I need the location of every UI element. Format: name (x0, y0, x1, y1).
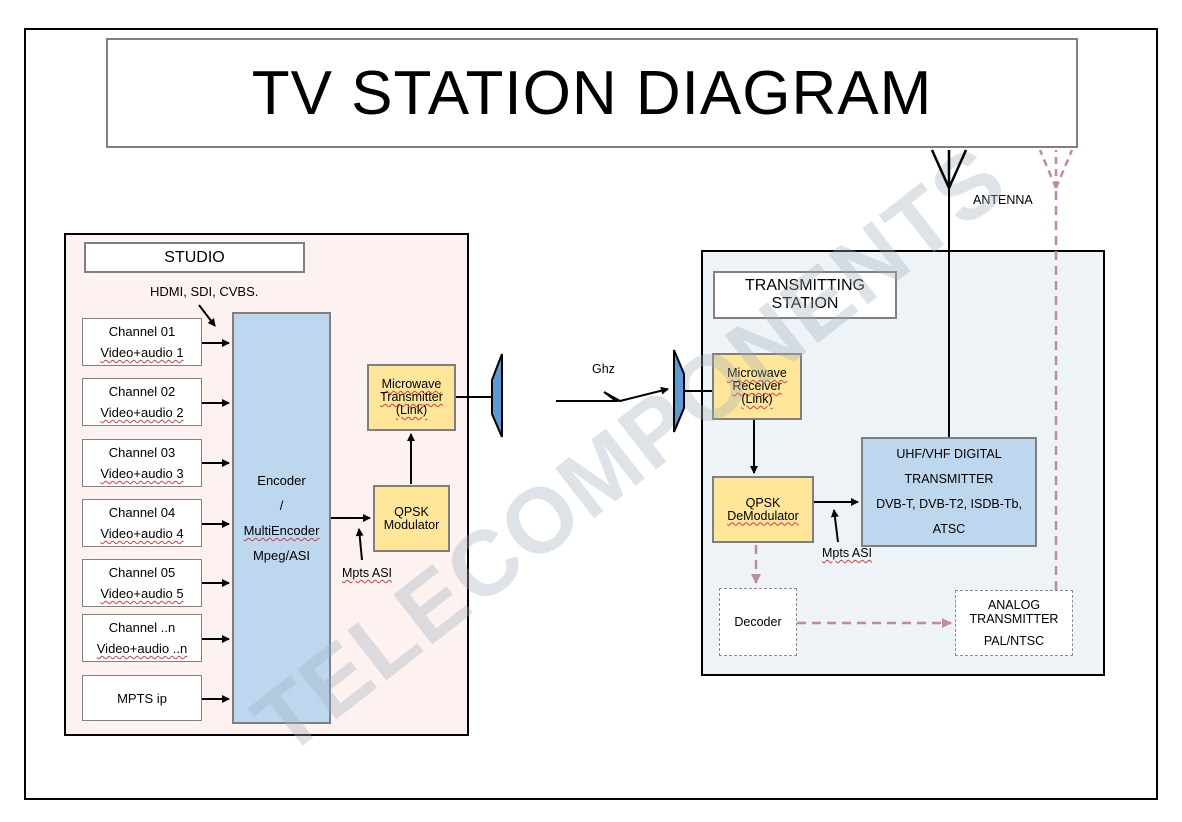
microwave-receiver-block: Microwave Receiver (Link) (712, 353, 802, 420)
mw-tx-line: Microwave (381, 377, 442, 391)
arrow (355, 528, 364, 561)
studio-label-box: STUDIO (84, 242, 305, 273)
link-label: Ghz (592, 362, 615, 376)
transmitting-label: TRANSMITTING (745, 277, 865, 294)
arrow (830, 509, 839, 543)
channel-box-4: Channel 04 Video+audio 4 (82, 499, 202, 547)
encoder-block: Encoder / MultiEncoder Mpeg/ASI (232, 312, 331, 724)
page-frame (24, 28, 1158, 800)
page-title: TV STATION DIAGRAM (251, 58, 933, 128)
mw-rx-line: (Link) (741, 392, 773, 406)
uhf-line: ATSC (932, 522, 966, 536)
encoder-line: MultiEncoder (243, 523, 320, 538)
studio-label: STUDIO (164, 248, 225, 266)
mpts-ip-label: MPTS ip (117, 690, 167, 706)
microwave-transmitter-block: Microwave Transmitter (Link) (367, 364, 456, 431)
antenna-label: ANTENNA (973, 193, 1033, 207)
channel-name: Channel 05 (108, 565, 176, 580)
mpts-asi-label-studio: Mpts ASI (342, 566, 392, 580)
uhf-line: TRANSMITTER (904, 472, 994, 486)
transmitting-label: STATION (771, 295, 839, 312)
mw-rx-line: Microwave (727, 366, 787, 380)
tx-dish-icon (491, 353, 503, 438)
channel-sub: Video+audio 2 (100, 405, 184, 420)
decoder-block: Decoder (719, 588, 797, 656)
qpsk-line: QPSK (394, 504, 429, 519)
mpts-asi-text: Mpts ASI (342, 566, 393, 580)
mpts-asi-label-station: Mpts ASI (822, 546, 872, 560)
arrow (198, 304, 216, 327)
qpsk-demod-line: QPSK (745, 495, 781, 510)
channel-box-n: Channel ..n Video+audio ..n (82, 614, 202, 662)
analog-line: ANALOG (987, 598, 1041, 612)
uhf-vhf-transmitter-block: UHF/VHF DIGITAL TRANSMITTER DVB-T, DVB-T… (861, 437, 1037, 547)
mw-rx-line: Receiver (732, 379, 782, 393)
analog-line: TRANSMITTER (969, 612, 1059, 626)
channel-box-3: Channel 03 Video+audio 3 (82, 439, 202, 487)
qpsk-demod-line: DeModulator (727, 508, 799, 523)
channel-name: Channel 01 (108, 324, 176, 339)
channel-name: Channel 04 (108, 505, 176, 520)
rx-dish-icon (673, 349, 685, 433)
uhf-line: UHF/VHF DIGITAL (896, 447, 1002, 461)
analog-path (751, 188, 1058, 628)
channel-sub: Video+audio 4 (100, 526, 184, 541)
channel-sub: Video+audio ..n (96, 641, 188, 656)
encoder-line: Mpeg/ASI (252, 548, 311, 563)
mpts-asi-text: Mpts ASI (822, 546, 873, 560)
encoder-line: / (279, 498, 284, 513)
uhf-line: DVB-T, DVB-T2, ISDB-Tb, (876, 497, 1022, 511)
mw-tx-line: Transmitter (380, 390, 443, 404)
inputs-note: HDMI, SDI, CVBS. (150, 284, 259, 299)
transmitting-label-box: TRANSMITTING STATION (713, 271, 897, 319)
channel-name: Channel 03 (108, 445, 176, 460)
channel-sub: Video+audio 3 (100, 466, 184, 481)
analog-line: PAL/NTSC (983, 634, 1045, 648)
channel-name: Channel 02 (108, 384, 176, 399)
channel-sub: Video+audio 5 (100, 586, 184, 601)
title-box: TV STATION DIAGRAM (106, 38, 1078, 148)
antenna-icon (930, 149, 968, 189)
channel-name: Channel ..n (108, 620, 176, 635)
channel-box-5: Channel 05 Video+audio 5 (82, 559, 202, 607)
qpsk-modulator-block: QPSK Modulator (373, 485, 450, 552)
analog-antenna-icon (1038, 149, 1074, 189)
channel-sub: Video+audio 1 (100, 345, 184, 360)
analog-transmitter-block: ANALOG TRANSMITTER PAL/NTSC (955, 590, 1073, 656)
channel-box-2: Channel 02 Video+audio 2 (82, 378, 202, 426)
link-bolt (556, 386, 669, 403)
mpts-ip-box: MPTS ip (82, 675, 202, 721)
mw-tx-line: (Link) (395, 403, 428, 417)
channel-arrows (198, 150, 950, 703)
channel-box-1: Channel 01 Video+audio 1 (82, 318, 202, 366)
decoder-label: Decoder (734, 615, 782, 629)
qpsk-line: Modulator (383, 517, 440, 532)
encoder-line: Encoder (257, 473, 306, 488)
qpsk-demodulator-block: QPSK DeModulator (712, 476, 814, 543)
